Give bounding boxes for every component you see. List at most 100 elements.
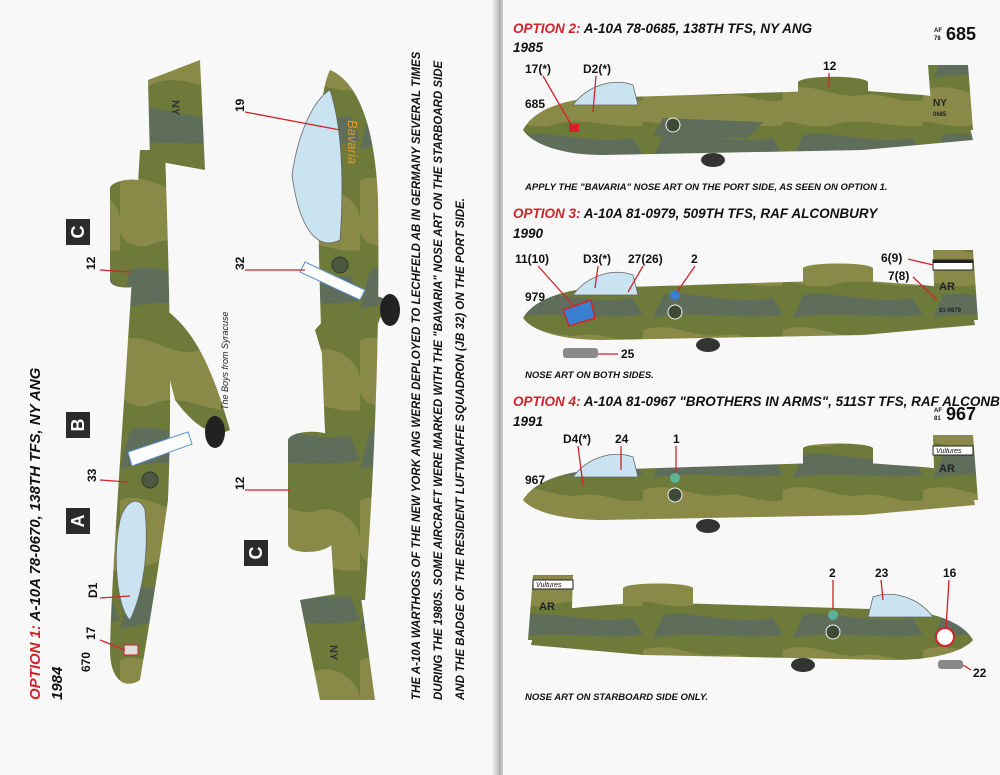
svg-text:C: C — [68, 226, 88, 239]
opt4-detail-part — [938, 660, 963, 669]
opt3-label: OPTION 3: — [513, 206, 581, 221]
opt3-tail-serial: 81-0979 — [939, 308, 962, 314]
bavaria-nose-art: Bavaria — [345, 120, 360, 164]
engine-pod-2 — [288, 431, 335, 552]
serial-670: 670 — [79, 652, 93, 672]
opt3-engine-pod — [803, 263, 873, 303]
opt3-gear — [696, 338, 720, 352]
opt4-gear — [696, 519, 720, 533]
option1-heading: OPTION 1: A-10A 78-0670, 138TH TFS, NY A… — [27, 367, 44, 700]
opt2-canopy — [572, 81, 639, 106]
svg-text:AF: AF — [934, 408, 942, 414]
opt2-tail-serial: 0685 — [933, 112, 947, 118]
opt4-sb-gear — [791, 658, 815, 672]
opt2-star-insignia — [665, 117, 681, 133]
opt2-serial: 685 — [525, 97, 545, 111]
aircraft-2-top-view: Bavaria NY The Boys from Syracuse — [220, 70, 400, 700]
opt4-sb-tail-fin — [528, 575, 573, 640]
bavaria-band-2 — [299, 261, 366, 301]
opt4-year: 1991 — [513, 414, 543, 429]
opt2-engine-pod — [798, 76, 868, 117]
opt3-callout-27: 27(26) — [628, 252, 663, 266]
opt4-callout-d4: D4(*) — [563, 432, 591, 446]
option1-year: 1984 — [49, 666, 66, 700]
opt3-tail-ar: AR — [939, 281, 955, 293]
blurb-line-1: THE A-10A WARTHOGS OF THE NEW YORK ANG W… — [411, 51, 423, 700]
opt4-serial: 967 — [525, 473, 545, 487]
callout-12-right: 12 — [233, 476, 247, 490]
opt4-callout-2: 2 — [829, 566, 836, 580]
opt3-heading: OPTION 3: A-10A 81-0979, 509TH TFS, RAF … — [513, 206, 879, 221]
star-insignia-1 — [141, 471, 159, 489]
callout-17: 17 — [84, 626, 98, 640]
opt2-callout-d2: D2(*) — [583, 62, 611, 76]
opt2-number-badge: AF 78 685 — [934, 24, 976, 44]
canopy-1 — [116, 500, 147, 621]
opt2-tail-fin — [928, 65, 973, 130]
opt3-serial: 979 — [525, 290, 545, 304]
tail-code-ny-1: NY — [169, 100, 181, 116]
opt3-canopy — [572, 271, 639, 296]
view-label-c2: C — [244, 540, 268, 566]
nose-badge-1 — [123, 644, 139, 656]
options-2-4-side-views: OPTION 2: A-10A 78-0685, 138TH TFS, NY A… — [513, 21, 1000, 703]
bavaria-band-1 — [127, 431, 193, 467]
opt4-sb-vultures: Vultures — [536, 582, 562, 589]
callout-32: 32 — [233, 256, 247, 270]
callout-33: 33 — [85, 468, 99, 482]
opt4-number-badge: AF 81 967 — [934, 404, 976, 424]
opt2-callout-17: 17(*) — [525, 62, 551, 76]
opt3-callout-d3: D3(*) — [583, 252, 611, 266]
opt4-sb-nose-art — [935, 627, 955, 647]
svg-text:685: 685 — [946, 24, 976, 44]
opt4-note: NOSE ART ON STARBOARD SIDE ONLY. — [525, 692, 708, 703]
opt3-callout-6: 6(9) — [881, 251, 902, 265]
opt3-title: A-10A 81-0979, 509TH TFS, RAF ALCONBURY — [581, 206, 880, 221]
tail-code-ny-2: NY — [327, 645, 339, 661]
option1-label: OPTION 1: — [27, 625, 44, 700]
opt2-title: A-10A 78-0685, 138TH TFS, NY ANG — [581, 21, 813, 36]
opt2-tail-ny: NY — [933, 98, 947, 109]
opt4-title: A-10A 81-0967 "BROTHERS IN ARMS", 511ST … — [581, 394, 1000, 409]
opt4-sb-canopy — [867, 593, 934, 618]
opt3-callout-11: 11(10) — [515, 252, 549, 266]
blurb-line-3: AND THE BADGE OF THE RESIDENT LUFTWAFFE … — [455, 198, 467, 701]
opt4-aircraft-starboard: Vultures AR — [528, 575, 973, 672]
blurb-line-2: DURING THE 1980S. SOME AIRCRAFT WERE MAR… — [433, 60, 445, 700]
opt3-star-insignia — [667, 304, 683, 320]
opt4-sb-tail-ar: AR — [539, 601, 555, 613]
opt4-callout-1: 1 — [673, 432, 680, 446]
canopy-2 — [291, 89, 343, 244]
opt3-aircraft: AR 81-0979 — [523, 250, 978, 352]
svg-text:967: 967 — [946, 404, 976, 424]
tail-fin-1 — [148, 60, 205, 170]
opt4-squadron-badge — [670, 473, 680, 483]
opt3-year: 1990 — [513, 226, 544, 241]
gear-2 — [380, 294, 400, 326]
opt2-label: OPTION 2: — [513, 21, 581, 36]
svg-text:A: A — [68, 515, 88, 528]
opt3-callout-7: 7(8) — [888, 269, 909, 283]
option1-top-views: NY Bavaria NY The Boys from Syracuse C — [27, 51, 467, 701]
opt2-aircraft: NY 0685 — [523, 65, 973, 167]
left-page: NY Bavaria NY The Boys from Syracuse C — [0, 0, 497, 775]
star-insignia-2 — [331, 256, 349, 274]
right-page: OPTION 2: A-10A 78-0685, 138TH TFS, NY A… — [503, 0, 1000, 775]
view-label-a: A — [66, 508, 90, 534]
opt4-label: OPTION 4: — [513, 394, 581, 409]
opt3-squadron-badge — [670, 290, 680, 300]
callout-d1: D1 — [86, 582, 100, 598]
opt3-callout-2: 2 — [691, 252, 698, 266]
boys-from-syracuse-text: The Boys from Syracuse — [220, 311, 230, 410]
opt4-callout-22: 22 — [973, 666, 987, 680]
opt4-callout-23: 23 — [875, 566, 889, 580]
opt2-nose-badge — [569, 124, 579, 132]
callout-12-left: 12 — [84, 256, 98, 270]
opt4-aircraft-port: Vultures AR — [523, 435, 978, 533]
svg-text:C: C — [246, 547, 266, 560]
opt4-callout-16: 16 — [943, 566, 957, 580]
wing-1 — [150, 300, 230, 433]
opt4-engine-pod — [803, 443, 873, 483]
opt4-sb-star-insignia — [825, 624, 841, 640]
